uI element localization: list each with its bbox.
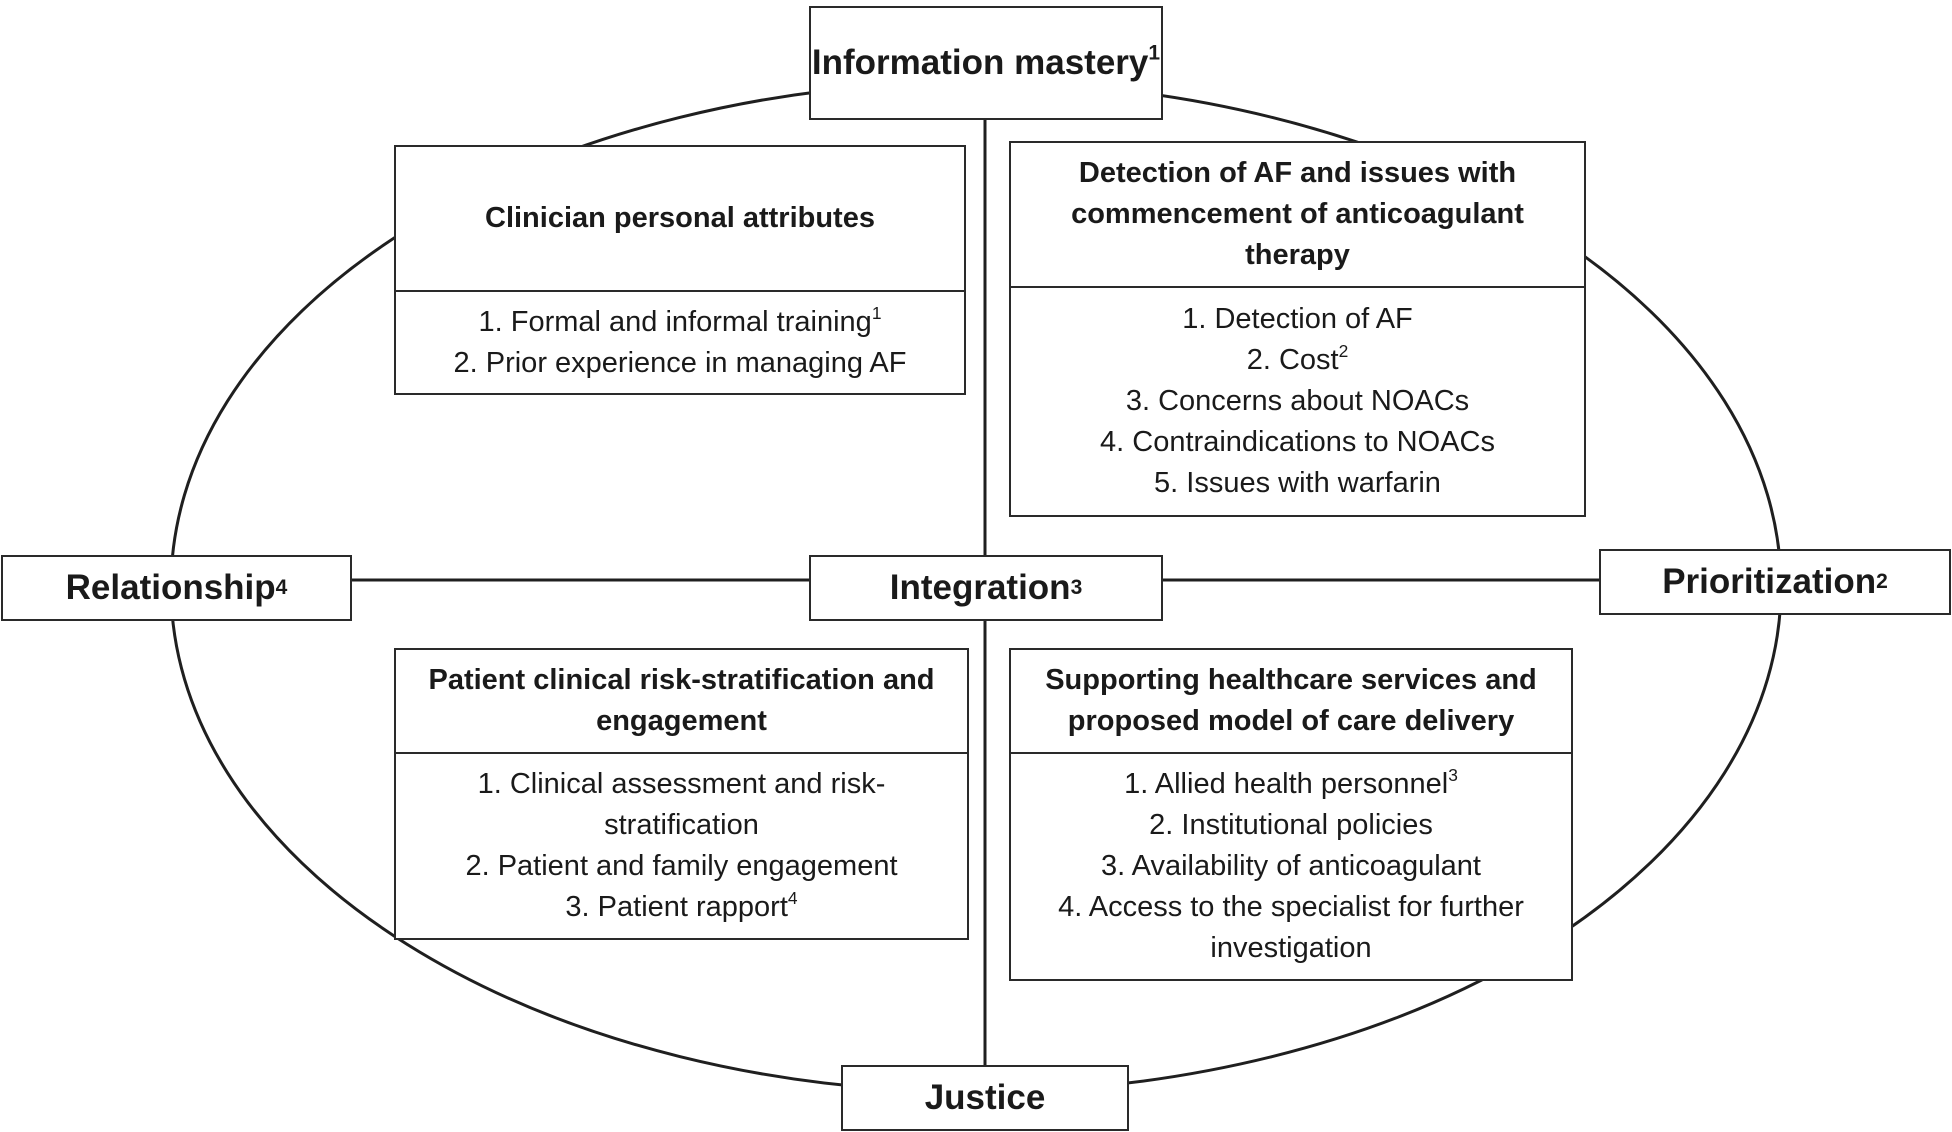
item-text: 3. Patient rapport [565, 891, 788, 923]
theme-items: 1. Allied health personnel3 2. Instituti… [1011, 754, 1571, 979]
node-justice: Justice [841, 1065, 1129, 1131]
theme-supporting-healthcare-services: Supporting healthcare services and propo… [1009, 648, 1573, 981]
item-sup: 2 [1338, 340, 1349, 361]
item-text: 3. Concerns about NOACs [1125, 385, 1470, 417]
node-relationship-label: Relationship [65, 568, 276, 607]
theme-items: 1. Detection of AF 2. Cost2 3. Concerns … [1011, 288, 1584, 515]
item-sup: 3 [1448, 764, 1458, 785]
theme-detection-of-af: Detection of AF and issues with commence… [1009, 141, 1586, 517]
theme-item: 3. Patient rapport4 [565, 887, 797, 928]
theme-item: 1. Formal and informal training1 [479, 302, 882, 343]
node-integration-label: Integration [889, 568, 1071, 607]
theme-item: 3. Availability of anticoagulant [1101, 846, 1481, 887]
theme-item: 4. Access to the specialist for further … [1023, 887, 1559, 969]
theme-item: 2. Cost2 [1247, 340, 1349, 381]
theme-item: 3. Concerns about NOACs [1126, 381, 1469, 422]
item-text: 2. Cost [1246, 344, 1339, 376]
item-text: 1. Allied health personnel [1124, 768, 1449, 800]
node-information-mastery: Information mastery1 [809, 6, 1163, 120]
theme-title: Patient clinical risk-stratification and… [396, 650, 967, 754]
item-text: 4. Access to the specialist for further … [1058, 891, 1524, 964]
theme-item: 2. Institutional policies [1149, 805, 1433, 846]
item-text: 3. Availability of anticoagulant [1101, 850, 1481, 882]
theme-item: 2. Prior experience in managing AF [454, 343, 907, 384]
theme-item: 1. Clinical assessment and risk-stratifi… [447, 764, 917, 846]
item-text: 2. Patient and family engagement [465, 850, 898, 882]
item-text: 4. Contraindications to NOACs [1100, 426, 1495, 458]
node-information-mastery-sup: 1 [1148, 41, 1161, 65]
theme-item: 1. Detection of AF [1182, 299, 1413, 340]
theme-title: Supporting healthcare services and propo… [1011, 650, 1571, 754]
item-sup: 1 [871, 302, 882, 323]
theme-item: 5. Issues with warfarin [1154, 463, 1441, 504]
node-prioritization-label: Prioritization [1662, 562, 1877, 601]
theme-clinician-personal-attributes: Clinician personal attributes 1. Formal … [394, 145, 966, 395]
item-text: 1. Clinical assessment and risk-stratifi… [477, 768, 886, 841]
item-text: 2. Institutional policies [1149, 809, 1433, 841]
node-justice-label: Justice [924, 1078, 1046, 1117]
theme-items: 1. Clinical assessment and risk-stratifi… [396, 754, 967, 938]
item-text: 5. Issues with warfarin [1154, 467, 1441, 499]
item-sup: 4 [787, 887, 798, 908]
theme-patient-risk-stratification: Patient clinical risk-stratification and… [394, 648, 969, 940]
item-text: 2. Prior experience in managing AF [453, 346, 907, 379]
theme-item: 4. Contraindications to NOACs [1100, 422, 1495, 463]
theme-items: 1. Formal and informal training1 2. Prio… [396, 292, 964, 393]
theme-title: Detection of AF and issues with commence… [1011, 143, 1584, 288]
theme-item: 2. Patient and family engagement [465, 846, 897, 887]
item-text: 1. Formal and informal training [478, 305, 872, 338]
node-information-mastery-label: Information mastery [811, 43, 1149, 82]
theme-item: 1. Allied health personnel3 [1124, 764, 1458, 805]
item-text: 1. Detection of AF [1182, 303, 1413, 335]
theme-title: Clinician personal attributes [396, 147, 964, 292]
